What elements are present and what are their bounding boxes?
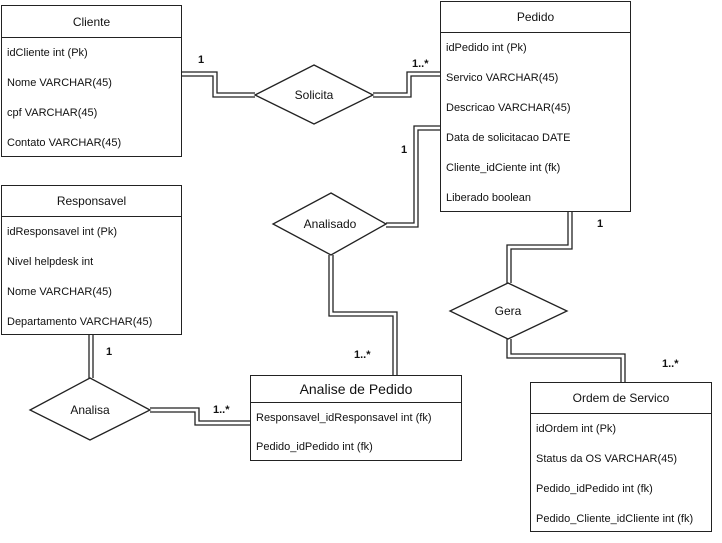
relationship-gera-label: Gera <box>494 304 522 318</box>
entity-ordem-de-servico-attribute: idOrdem int (Pk) <box>536 423 617 435</box>
entity-responsavel: Responsavel idResponsavel int (Pk) Nivel… <box>1 185 182 335</box>
entity-cliente-attribute: Nome VARCHAR(45) <box>7 77 112 89</box>
relationship-solicita-label: Solicita <box>294 88 334 102</box>
entity-analise-de-pedido-title: Analise de Pedido <box>251 376 461 403</box>
cardinality-analisado-pedido: 1 <box>401 144 408 156</box>
entity-pedido-attribute: Servico VARCHAR(45) <box>446 72 559 84</box>
connector-cliente-solicita <box>181 71 255 94</box>
relationship-analisado-label: Analisado <box>303 217 357 231</box>
entity-cliente: Cliente idCliente int (Pk) Nome VARCHAR(… <box>1 5 182 157</box>
cardinality-solicita-pedido: 1..* <box>412 58 429 70</box>
connector-solicita-pedido <box>373 71 440 94</box>
relationship-analisa-diamond <box>28 377 152 441</box>
entity-pedido-title: Pedido <box>441 2 630 33</box>
cardinality-analisado-analise: 1..* <box>354 349 371 361</box>
entity-pedido-attribute: idPedido int (Pk) <box>446 42 527 54</box>
entity-responsavel-attribute: idResponsavel int (Pk) <box>7 226 118 238</box>
entity-cliente-attribute: idCliente int (Pk) <box>7 47 88 59</box>
relationship-gera-diamond <box>448 282 569 340</box>
cardinality-gera-ordem: 1..* <box>662 358 679 370</box>
entity-analise-de-pedido-attribute: Pedido_idPedido int (fk) <box>256 440 373 453</box>
entity-pedido-attribute: Cliente_idCiente int (fk) <box>446 162 561 174</box>
entity-ordem-de-servico-title: Ordem de Servico <box>531 383 711 414</box>
entity-ordem-de-servico-attribute: Pedido_idPedido int (fk) <box>536 483 653 495</box>
entity-analise-de-pedido: Analise de Pedido Responsavel_idResponsa… <box>250 375 462 461</box>
connector-pedido-gera <box>506 211 569 283</box>
entity-ordem-de-servico: Ordem de Servico idOrdem int (Pk) Status… <box>530 382 712 532</box>
relationship-analisado-diamond <box>271 192 388 256</box>
cardinality-gera-pedido: 1 <box>597 218 604 230</box>
cardinality-analisa-analise: 1..* <box>213 404 230 416</box>
entity-ordem-de-servico-attribute: Status da OS VARCHAR(45) <box>536 453 678 465</box>
relationship-solicita-diamond <box>253 64 375 125</box>
entity-cliente-attribute: Contato VARCHAR(45) <box>7 137 122 149</box>
connector-analisa-analise <box>150 407 250 422</box>
connector-gera-ordem <box>506 339 622 382</box>
connector-analisado-analise <box>328 255 394 375</box>
entity-responsavel-attribute: Departamento VARCHAR(45) <box>7 316 153 328</box>
entity-pedido: Pedido idPedido int (Pk) Servico VARCHAR… <box>440 1 631 212</box>
entity-analise-de-pedido-attribute: Responsavel_idResponsavel int (fk) <box>256 411 432 424</box>
entity-pedido-attribute: Descricao VARCHAR(45) <box>446 102 571 114</box>
entity-cliente-attribute: cpf VARCHAR(45) <box>7 107 98 119</box>
entity-pedido-attribute: Liberado boolean <box>446 192 532 204</box>
entity-cliente-title: Cliente <box>2 6 181 38</box>
entity-responsavel-attribute: Nome VARCHAR(45) <box>7 286 112 298</box>
cardinality-solicita-cliente: 1 <box>198 54 205 66</box>
entity-pedido-attribute: Data de solicitacao DATE <box>446 132 571 144</box>
entity-responsavel-title: Responsavel <box>2 186 181 217</box>
connector-pedido-analisado <box>386 125 440 224</box>
relationship-analisa-label: Analisa <box>70 403 110 417</box>
entity-responsavel-attribute: Nivel helpdesk int <box>7 256 94 268</box>
cardinality-analisa-responsavel: 1 <box>106 346 113 358</box>
entity-ordem-de-servico-attribute: Pedido_Cliente_idCliente int (fk) <box>536 513 694 525</box>
